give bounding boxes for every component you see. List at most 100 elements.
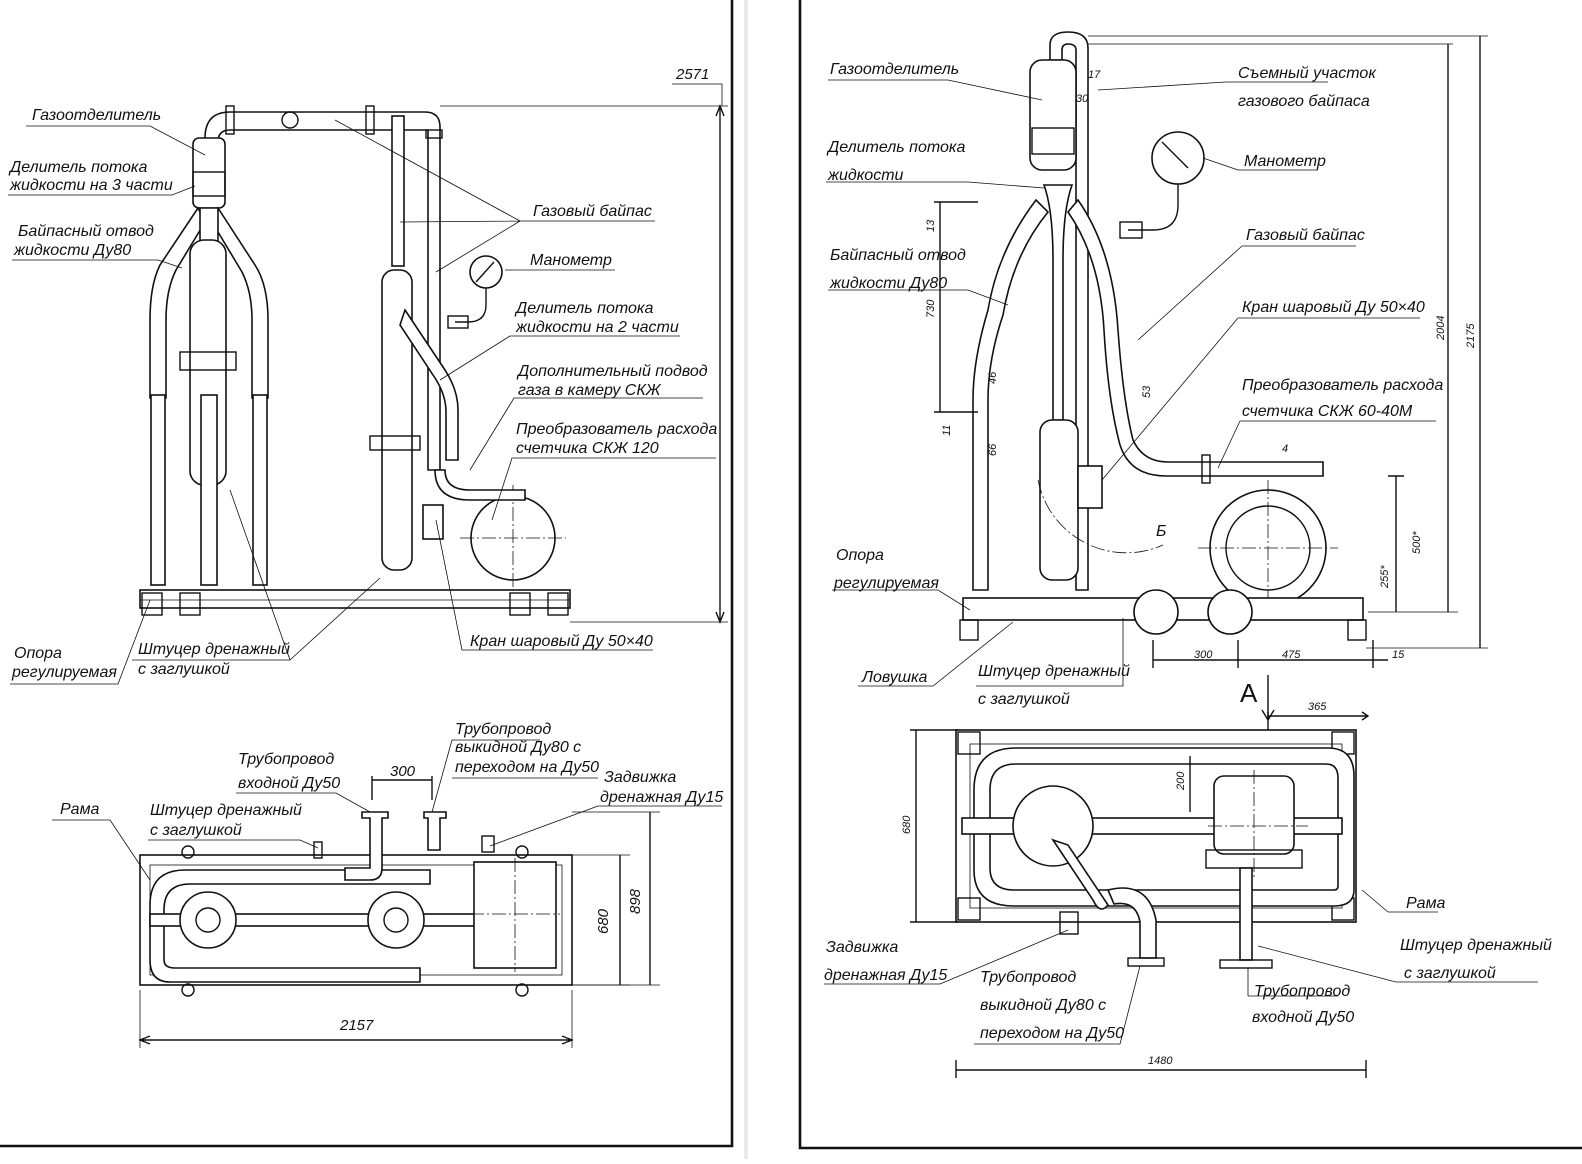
dim-46: 46 <box>987 371 999 384</box>
label-manometer: Манометр <box>530 252 612 269</box>
dim-overall-898: 898 <box>627 888 644 914</box>
gas-feed-pipe <box>434 469 526 501</box>
dim-66: 66 <box>987 443 999 456</box>
left-drawing: 2571 Газоотделитель Делитель потока жидк… <box>0 0 734 1148</box>
label-extra-gas-l2: газа в камеру СКЖ <box>518 382 662 399</box>
label-converter-l1: Преобразователь расхода <box>516 421 717 438</box>
leg <box>252 394 268 586</box>
manometer-valve <box>1119 221 1143 239</box>
r-plan-label-inlet-l2: входной Ду50 <box>1252 1009 1354 1026</box>
dim-2175: 2175 <box>1465 323 1477 349</box>
plan-loop-pipe <box>149 869 431 983</box>
dim-255: 255* <box>1379 565 1391 589</box>
central-column-lower <box>1039 419 1079 581</box>
r-plan-label-outlet-l3: переходом на Ду50 <box>980 1025 1124 1042</box>
label-frame: Рама <box>60 801 100 818</box>
r-label-divider-l1: Делитель потока <box>826 139 965 156</box>
right-front-view: Б 2175 2004 13 730 46 11 66 53 4 17 30 5… <box>826 31 1488 722</box>
plan-corner-pads <box>957 731 1355 921</box>
r-label-drain-l2: с заглушкой <box>978 691 1070 708</box>
r-plan-label-valve-l1: Задвижка <box>826 939 898 956</box>
r-plan-label-valve-l2: дренажная Ду15 <box>824 967 947 984</box>
label-extra-gas-l1: Дополнительный подвод <box>516 363 708 380</box>
support-feet <box>141 592 569 616</box>
gas-separator-column <box>192 137 226 209</box>
label-converter-l2: счетчика СКЖ 120 <box>516 440 659 457</box>
plan-drain-valve <box>1059 911 1079 935</box>
divider-spike <box>1042 184 1074 421</box>
ball-valve-body <box>422 504 444 540</box>
r-label-removable-l1: Съемный участок <box>1238 65 1377 82</box>
label-divider3-l1: Делитель потока <box>8 159 147 176</box>
label-divider3-l2: жидкости на 3 части <box>9 177 173 194</box>
left-sheet-frame <box>0 0 734 1148</box>
divider-flange <box>369 435 421 451</box>
r-label-divider-l2: жидкости <box>827 167 904 184</box>
dim-2004: 2004 <box>1435 316 1447 341</box>
dim-17: 17 <box>1088 69 1101 81</box>
label-valve-l1: Задвижка <box>604 769 676 786</box>
r-label-trap: Ловушка <box>861 669 928 686</box>
label-outlet-l2: выкидной Ду80 с <box>455 739 581 756</box>
right-plan-view: 365 680 200 1480 Рама Задвижка дренажная… <box>824 701 1552 1078</box>
r-plan-label-outlet-l2: выкидной Ду80 с <box>980 997 1106 1014</box>
dim-13: 13 <box>925 219 937 232</box>
gas-separator-column <box>1029 59 1077 171</box>
bypass-fitting <box>281 111 299 129</box>
base-frame <box>139 589 571 609</box>
label-outlet-l3: переходом на Ду50 <box>455 759 599 776</box>
label-divider2-l1: Делитель потока <box>514 300 653 317</box>
label-bypass-l1: Байпасный отвод <box>18 223 154 240</box>
r-plan-label-drain-l2: с заглушкой <box>1404 965 1496 982</box>
sheet-gutter <box>744 0 748 1159</box>
r-label-converter-l1: Преобразователь расхода <box>1242 377 1443 394</box>
label-divider2-l2: жидкости на 2 части <box>515 319 679 336</box>
left-front-view: 2571 Газоотделитель Делитель потока жидк… <box>8 66 728 685</box>
label-section-b: Б <box>1156 523 1166 540</box>
branch-right <box>211 206 269 399</box>
dim-11: 11 <box>941 425 953 436</box>
r-label-gas-separator: Газоотделитель <box>830 61 959 78</box>
plan-drain-fitting <box>313 841 323 859</box>
label-inlet-l1: Трубопровод <box>238 751 334 768</box>
plan-valve <box>481 835 495 853</box>
dim-offset-300: 300 <box>390 763 416 780</box>
dim-730: 730 <box>925 299 937 318</box>
dim-500: 500* <box>1411 531 1423 554</box>
dim-width-2157: 2157 <box>339 1017 374 1034</box>
label-outlet-l1: Трубопровод <box>455 721 551 738</box>
branch-to-converter <box>1066 198 1324 477</box>
base-flange-2 <box>1207 589 1253 635</box>
plan-inlet-pipe <box>344 811 389 881</box>
r-plan-label-drain-l1: Штуцер дренажный <box>1400 937 1552 954</box>
label-gas-bypass: Газовый байпас <box>533 203 652 220</box>
gas-bypass-pipe <box>204 111 441 471</box>
plan-flange-left <box>179 891 237 949</box>
left-plan-view: 2157 680 898 300 Трубопровод входной Ду5… <box>52 721 723 1048</box>
plan-inlet-pipe <box>1239 867 1253 961</box>
r-plan-label-outlet-l1: Трубопровод <box>980 969 1076 986</box>
dim-15: 15 <box>1392 649 1405 661</box>
plan-outlet-elbow <box>1051 838 1109 910</box>
label-bypass-l2: жидкости Ду80 <box>13 242 131 259</box>
r-label-support-l1: Опора <box>836 547 884 564</box>
right-drawing: Б 2175 2004 13 730 46 11 66 53 4 17 30 5… <box>798 0 1582 1150</box>
divider-branch <box>399 308 459 461</box>
separator-window <box>192 171 226 197</box>
dim-53: 53 <box>1141 385 1153 398</box>
label-drain-l2: с заглушкой <box>138 661 230 678</box>
label-support-l1: Опора <box>14 645 62 662</box>
leg <box>150 394 166 586</box>
dim-200: 200 <box>1175 771 1187 791</box>
ball-valve <box>1077 465 1103 509</box>
dim-height-2571: 2571 <box>675 66 709 83</box>
label-gas-separator: Газоотделитель <box>32 107 161 124</box>
plan-flange-right <box>367 891 425 949</box>
dim-1480: 1480 <box>1148 1055 1173 1067</box>
r-label-bypass-l1: Байпасный отвод <box>830 247 966 264</box>
r-label-removable-l2: газового байпаса <box>1238 93 1370 110</box>
branch-left <box>149 206 206 399</box>
bypass-flange <box>365 105 375 135</box>
r-label-drain-l1: Штуцер дренажный <box>978 663 1130 680</box>
left-drawing-sheet: 2571 Газоотделитель Делитель потока жидк… <box>0 0 744 1159</box>
